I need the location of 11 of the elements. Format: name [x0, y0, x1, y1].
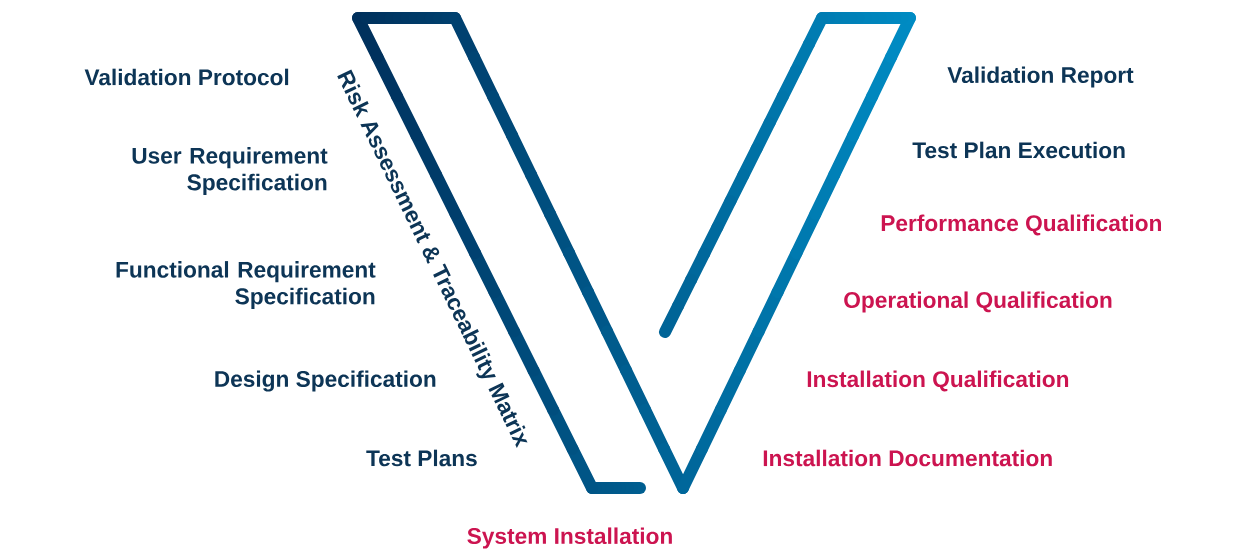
- label: Test Plan Execution: [912, 141, 1125, 159]
- label: Performance Qualification: [881, 214, 1161, 236]
- label: Operational Qualification: [844, 291, 1112, 313]
- label: User Requirement Specification: [132, 147, 328, 195]
- label: System Installation: [467, 527, 672, 549]
- label: Test Plans: [366, 449, 477, 467]
- label: Installation Qualification: [807, 370, 1069, 392]
- label: Functional Requirement Specification: [116, 261, 376, 309]
- label: Validation Report: [947, 66, 1134, 88]
- label: Installation Documentation: [763, 449, 1052, 467]
- label: Validation Protocol: [84, 68, 289, 86]
